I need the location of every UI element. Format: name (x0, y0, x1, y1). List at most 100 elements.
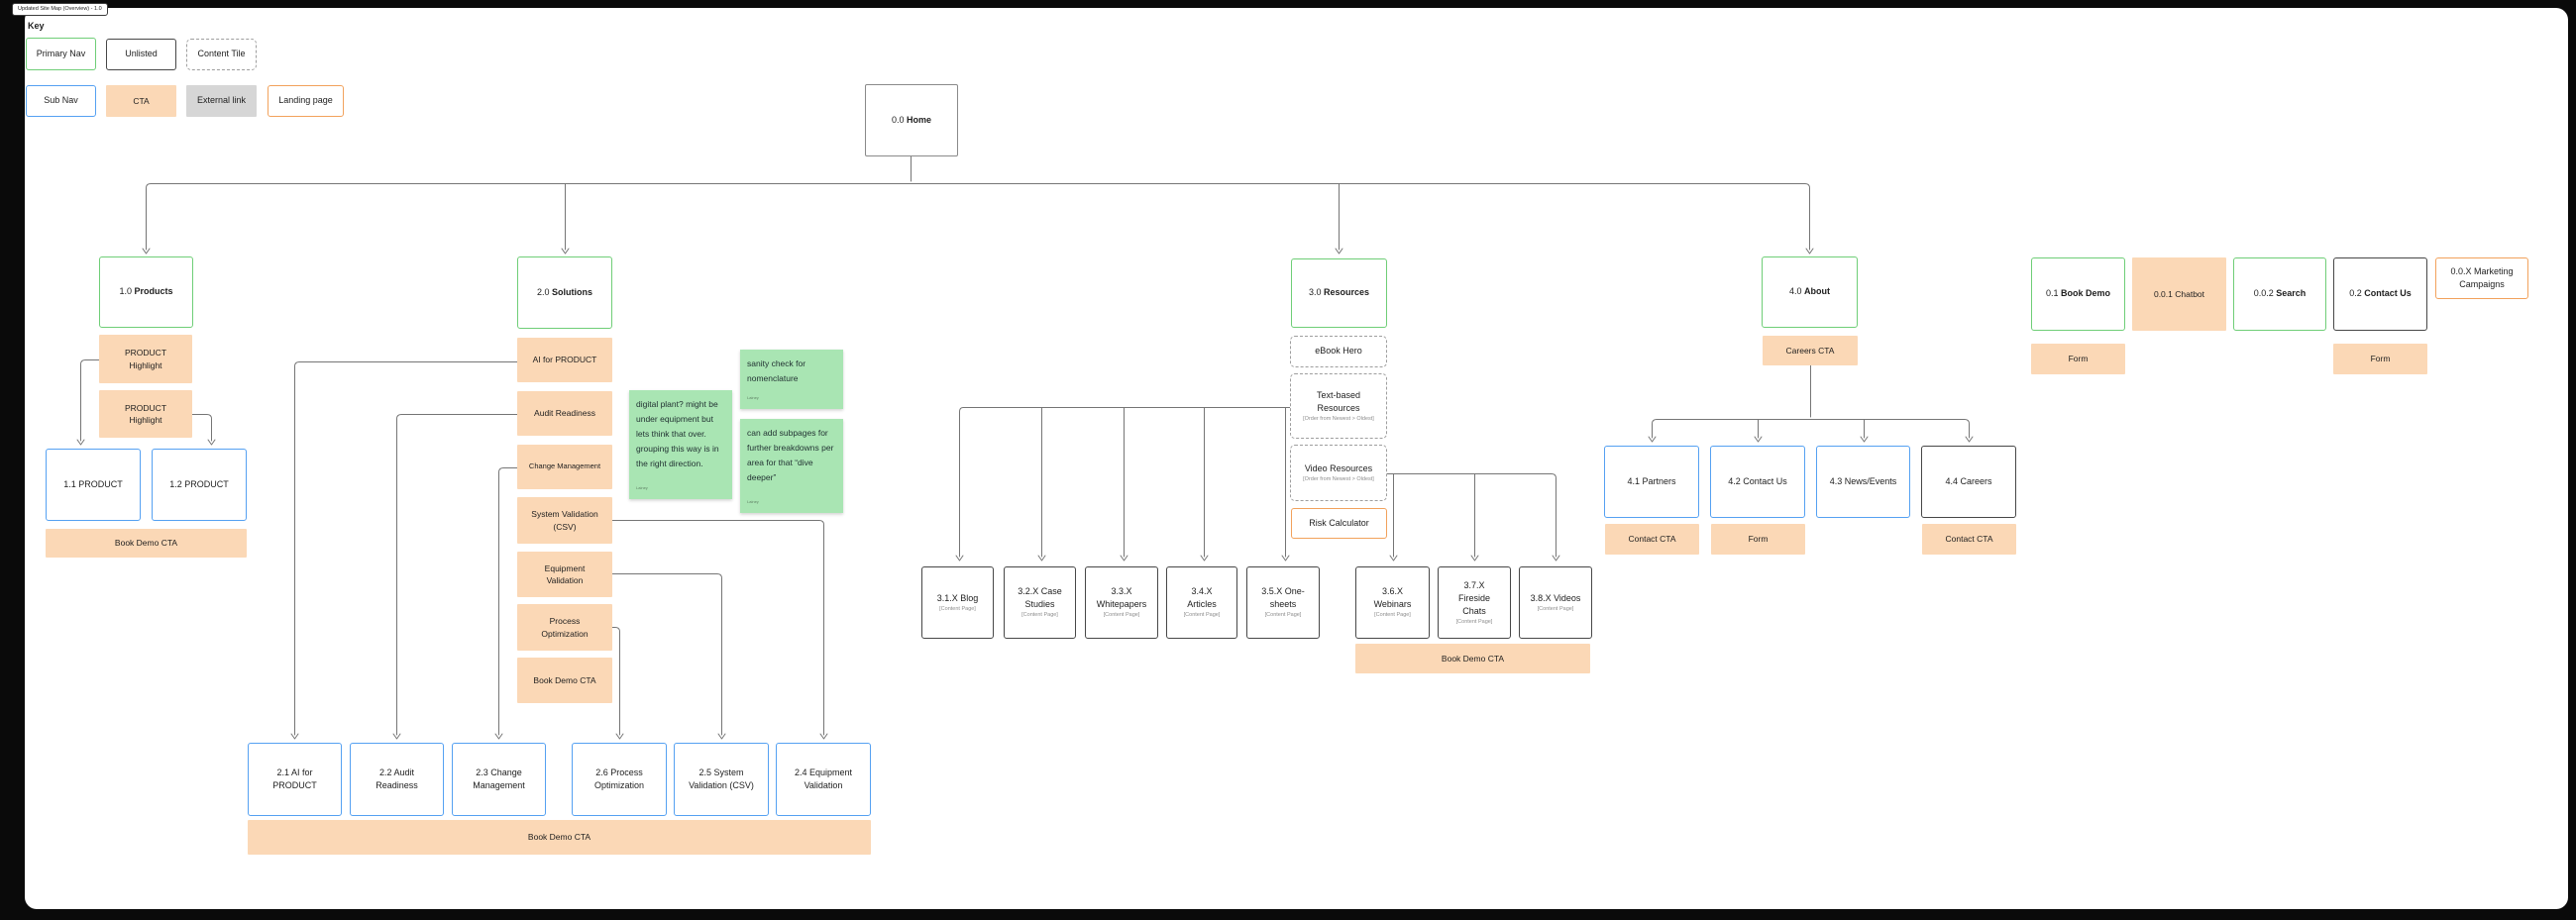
key-item-unlisted[interactable]: Unlisted (106, 39, 176, 70)
key-item-sub-nav[interactable]: Sub Nav (26, 85, 96, 117)
node-3-7-x-fireside-chats[interactable]: 3.7.X Fireside Chats[Content Page] (1438, 566, 1511, 639)
node-0-0-2-search[interactable]: 0.0.2 Search (2233, 257, 2326, 331)
node-careers-cta-label: Careers CTA (1785, 345, 1835, 356)
node-3-3-x-whitepapers[interactable]: 3.3.X Whitepapers[Content Page] (1085, 566, 1158, 639)
sticky-subpages[interactable]: can add subpages for further breakdowns … (740, 419, 843, 513)
key-title: Key (28, 21, 45, 31)
node-4-4-careers[interactable]: 4.4 Careers (1921, 446, 2016, 518)
node-0-0-1-chatbot-label: 0.0.1 Chatbot (2153, 288, 2205, 299)
node-3-8-x-videos[interactable]: 3.8.X Videos[Content Page] (1519, 566, 1592, 639)
node-3-6-x-webinars[interactable]: 3.6.X Webinars[Content Page] (1355, 566, 1430, 639)
key-item-content-tile[interactable]: Content Tile (186, 39, 257, 70)
node-book-demo-cta-solutions[interactable]: Book Demo CTA (248, 820, 871, 855)
node-2-5-system-validation-csv[interactable]: 2.5 System Validation (CSV) (674, 743, 769, 816)
node-form-contact-us-label: Form (1748, 534, 1769, 545)
node-book-demo-cta-products[interactable]: Book Demo CTA (46, 529, 247, 558)
node-product-highlight-1[interactable]: PRODUCT Highlight (99, 335, 192, 383)
key-item-cta[interactable]: CTA (106, 85, 176, 117)
node-change-management[interactable]: Change Management (517, 445, 612, 489)
node-3-1-x-blog[interactable]: 3.1.X Blog[Content Page] (921, 566, 994, 639)
node-video-resources[interactable]: Video Resources[Order from Newest > Olde… (1290, 445, 1387, 501)
node-contact-cta-partners-label: Contact CTA (1628, 534, 1676, 545)
node-2-1-ai-for-product[interactable]: 2.1 AI for PRODUCT (248, 743, 342, 816)
node-3-8-x-videos-subtitle: [Content Page] (1537, 605, 1574, 612)
node-1-1-product[interactable]: 1.1 PRODUCT (46, 449, 141, 521)
node-careers-cta[interactable]: Careers CTA (1763, 336, 1858, 365)
node-system-validation-csv[interactable]: System Validation (CSV) (517, 497, 612, 544)
node-0-0-2-search-label: 0.0.2 Search (2253, 288, 2307, 299)
node-risk-calculator[interactable]: Risk Calculator (1291, 508, 1387, 539)
node-form-contact-us-top[interactable]: Form (2333, 344, 2427, 374)
node-2-6-process-optimization[interactable]: 2.6 Process Optimization (572, 743, 667, 816)
node-4-0-about[interactable]: 4.0 About (1762, 256, 1858, 328)
node-4-3-news-events[interactable]: 4.3 News/Events (1816, 446, 1910, 518)
node-book-demo-cta-resources[interactable]: Book Demo CTA (1355, 644, 1590, 673)
node-1-1-product-label: 1.1 PRODUCT (63, 478, 123, 489)
sticky-digital-plant[interactable]: digital plant? might be under equipment … (629, 390, 732, 499)
node-2-6-process-optimization-label: 2.6 Process Optimization (593, 767, 645, 790)
node-4-3-news-events-label: 4.3 News/Events (1829, 475, 1897, 486)
node-1-0-products[interactable]: 1.0 Products (99, 256, 193, 328)
node-3-7-x-fireside-chats-label: 3.7.X Fireside Chats[Content Page] (1439, 579, 1510, 626)
sticky-digital-plant-text: digital plant? might be under equipment … (636, 399, 719, 468)
node-1-2-product[interactable]: 1.2 PRODUCT (152, 449, 247, 521)
frame-tab[interactable]: Updated Site Map (Overview) - 1.0 (12, 3, 108, 16)
node-4-1-partners[interactable]: 4.1 Partners (1604, 446, 1699, 518)
node-audit-readiness[interactable]: Audit Readiness (517, 391, 612, 436)
node-change-management-label: Change Management (528, 461, 601, 471)
node-equipment-validation[interactable]: Equipment Validation (517, 552, 612, 597)
node-2-2-audit-readiness[interactable]: 2.2 Audit Readiness (350, 743, 444, 816)
key-item-cta-label: CTA (133, 95, 150, 106)
node-2-0-solutions[interactable]: 2.0 Solutions (517, 256, 612, 329)
node-1-2-product-label: 1.2 PRODUCT (169, 478, 229, 489)
node-2-2-audit-readiness-label: 2.2 Audit Readiness (376, 767, 418, 790)
node-4-4-careers-label: 4.4 Careers (1945, 475, 1992, 486)
node-3-5-x-one-sheets[interactable]: 3.5.X One-sheets[Content Page] (1246, 566, 1320, 639)
node-0-0-x-marketing-campaigns[interactable]: 0.0.X Marketing Campaigns (2435, 257, 2528, 299)
node-3-2-x-case-studies-subtitle: [Content Page] (1021, 612, 1058, 619)
node-0-1-book-demo-label: 0.1 Book Demo (2045, 288, 2111, 299)
node-home[interactable]: 0.0 Home (865, 84, 958, 156)
node-contact-cta-careers[interactable]: Contact CTA (1922, 524, 2016, 555)
node-product-highlight-2[interactable]: PRODUCT Highlight (99, 390, 192, 438)
node-book-demo-cta-products-label: Book Demo CTA (114, 538, 178, 549)
node-system-validation-csv-label: System Validation (CSV) (531, 509, 598, 532)
node-ebook-hero[interactable]: eBook Hero (1290, 336, 1387, 367)
node-3-5-x-one-sheets-label: 3.5.X One-sheets[Content Page] (1247, 585, 1319, 619)
node-1-0-products-label: 1.0 Products (119, 286, 173, 297)
sticky-sanity-check-text: sanity check for nomenclature (747, 358, 806, 383)
node-book-demo-cta-resources-label: Book Demo CTA (1441, 653, 1505, 664)
node-3-7-x-fireside-chats-subtitle: [Content Page] (1455, 619, 1493, 625)
node-2-3-change-management[interactable]: 2.3 Change Management (452, 743, 546, 816)
node-book-demo-cta-solutions-stack[interactable]: Book Demo CTA (517, 658, 612, 703)
node-3-3-x-whitepapers-label: 3.3.X Whitepapers[Content Page] (1096, 586, 1147, 619)
node-3-6-x-webinars-label: 3.6.X Webinars[Content Page] (1356, 585, 1429, 619)
key-item-external-link[interactable]: External link (186, 85, 257, 117)
node-4-2-contact-us[interactable]: 4.2 Contact Us (1710, 446, 1805, 518)
node-0-1-book-demo[interactable]: 0.1 Book Demo (2031, 257, 2125, 331)
node-2-0-solutions-label: 2.0 Solutions (536, 286, 592, 297)
node-0-0-1-chatbot[interactable]: 0.0.1 Chatbot (2132, 257, 2226, 331)
key-item-landing-page[interactable]: Landing page (268, 85, 344, 117)
node-form-contact-us[interactable]: Form (1711, 524, 1805, 555)
key-item-external-link-label: External link (196, 95, 247, 106)
node-2-1-ai-for-product-label: 2.1 AI for PRODUCT (272, 767, 317, 790)
node-3-6-x-webinars-subtitle: [Content Page] (1374, 612, 1411, 619)
key-item-landing-page-label: Landing page (278, 95, 333, 106)
node-3-4-x-articles[interactable]: 3.4.X Articles[Content Page] (1166, 566, 1237, 639)
node-contact-cta-partners[interactable]: Contact CTA (1605, 524, 1699, 555)
node-2-4-equipment-validation[interactable]: 2.4 Equipment Validation (776, 743, 871, 816)
node-process-optimization[interactable]: Process Optimization (517, 604, 612, 651)
node-3-2-x-case-studies[interactable]: 3.2.X Case Studies[Content Page] (1004, 566, 1076, 639)
node-text-based-resources[interactable]: Text-based Resources[Order from Newest >… (1290, 373, 1387, 439)
node-0-2-contact-us[interactable]: 0.2 Contact Us (2333, 257, 2427, 331)
node-3-0-resources[interactable]: 3.0 Resources (1291, 258, 1387, 328)
node-book-demo-cta-solutions-label: Book Demo CTA (527, 832, 591, 843)
node-form-book-demo[interactable]: Form (2031, 344, 2125, 374)
node-ai-for-product[interactable]: AI for PRODUCT (517, 338, 612, 382)
node-2-3-change-management-label: 2.3 Change Management (473, 767, 525, 790)
key-item-primary-nav[interactable]: Primary Nav (26, 38, 96, 70)
